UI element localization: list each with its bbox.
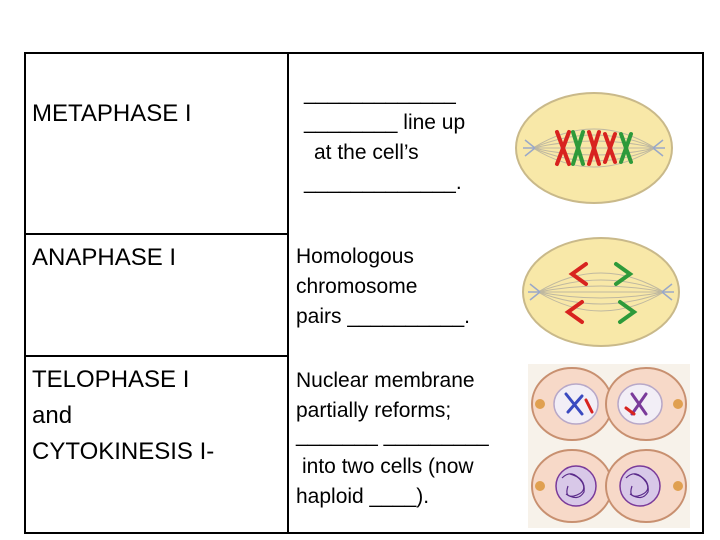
metaphase-description: _____________ ________ line up at the ce… bbox=[304, 82, 465, 198]
stage-telophase-i: TELOPHASE I and CYTOKINESIS I- bbox=[32, 362, 214, 470]
anaphase-blank: __________. bbox=[347, 305, 471, 328]
row-divider-1 bbox=[26, 233, 287, 235]
telophase-line-4: into two cells (now bbox=[302, 455, 474, 478]
telophase-line-1: Nuclear membrane bbox=[296, 369, 475, 392]
telophase-line-5: haploid ____). bbox=[296, 485, 430, 508]
metaphase-line-3: at the cell’s bbox=[314, 141, 419, 164]
metaphase-blank-2: ________ bbox=[304, 111, 398, 134]
metaphase-blank-3: _____________. bbox=[304, 171, 462, 194]
metaphase-blank-1: _____________ bbox=[304, 82, 456, 105]
anaphase-line-2: chromosome bbox=[296, 275, 418, 298]
anaphase-line-1: Homologous bbox=[296, 245, 414, 268]
telophase-label-line-3: CYTOKINESIS I- bbox=[32, 438, 215, 465]
stage-metaphase-i: METAPHASE I bbox=[32, 100, 192, 127]
telophase-cells-icon bbox=[528, 364, 690, 528]
anaphase-pairs-text: pairs bbox=[296, 305, 342, 328]
meiosis-table bbox=[24, 52, 704, 534]
anaphase-cell-icon bbox=[522, 237, 680, 347]
metaphase-line-up-text: line up bbox=[403, 111, 466, 134]
stage-anaphase-i: ANAPHASE I bbox=[32, 244, 177, 271]
telophase-label-line-2: and bbox=[32, 402, 73, 429]
anaphase-line-3: pairs __________. bbox=[296, 302, 470, 332]
anaphase-description: Homologous chromosome pairs __________. bbox=[296, 242, 470, 332]
row-divider-2 bbox=[26, 355, 287, 357]
metaphase-line-2: ________ line up bbox=[304, 108, 465, 138]
telophase-line-2: partially reforms; bbox=[296, 399, 452, 422]
telophase-label-line-1: TELOPHASE I bbox=[32, 366, 190, 393]
column-divider-1 bbox=[287, 54, 289, 532]
telophase-line-3: _______ _________ bbox=[296, 424, 489, 447]
telophase-description: Nuclear membrane partially reforms; ____… bbox=[296, 366, 489, 512]
metaphase-cell-icon bbox=[515, 92, 673, 204]
